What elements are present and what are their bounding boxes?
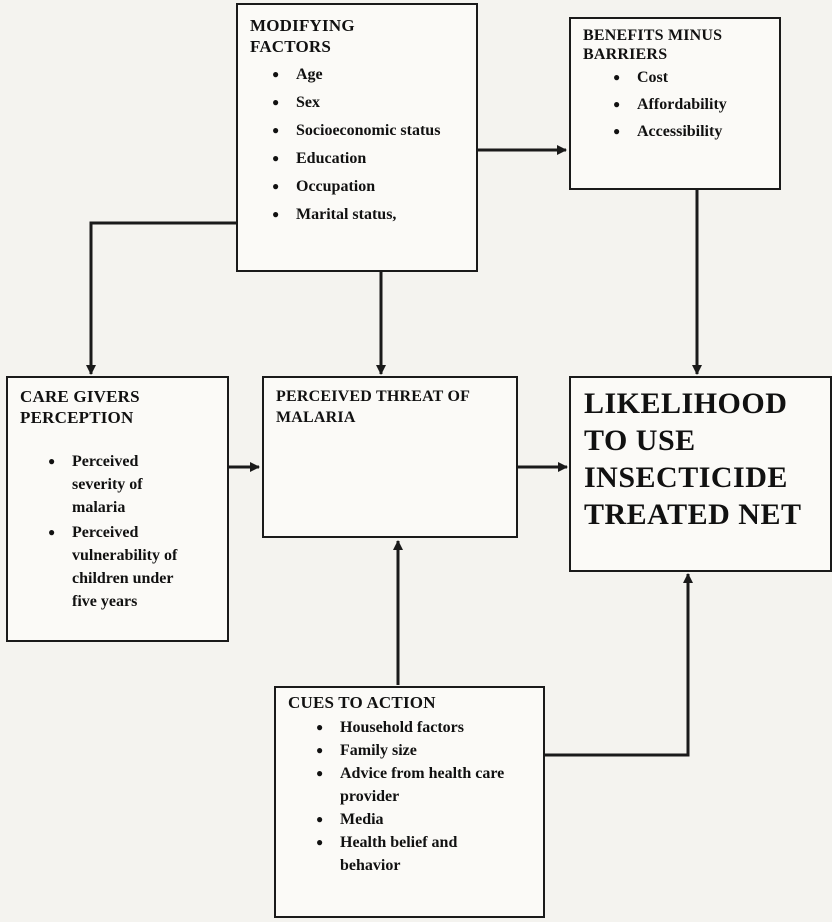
list-item: Education (266, 147, 470, 170)
arrow-cues-to-likelihood (545, 573, 693, 757)
modifying-factors-title: MODIFYING FACTORS (250, 16, 355, 56)
modifying-factors-list: Age Sex Socioeconomic status Education O… (250, 63, 470, 226)
care-givers-list: Perceived severity of malaria Perceived … (20, 450, 221, 613)
arrow-modifying-to-caregivers (86, 221, 236, 375)
list-item: Occupation (266, 175, 470, 198)
list-item: Perceived vulnerability of children unde… (42, 521, 202, 613)
list-item: Sex (266, 91, 470, 114)
care-givers-perception-title: CARE GIVERS PERCEPTION (20, 387, 140, 427)
list-item: Perceived severity of malaria (42, 450, 182, 519)
likelihood-box: LIKELIHOOD TO USE INSECTICIDE TREATED NE… (569, 376, 832, 572)
perceived-threat-box: PERCEIVED THREAT OF MALARIA (262, 376, 518, 538)
benefits-list: Cost Affordability Accessibility (583, 66, 773, 143)
cues-list: Household factors Family size Advice fro… (288, 716, 537, 877)
list-item: Marital status, (266, 203, 470, 226)
list-item: Media (310, 808, 537, 831)
list-item: Advice from health care provider (310, 762, 510, 808)
perceived-threat-title: PERCEIVED THREAT OF MALARIA (276, 388, 470, 426)
list-item: Family size (310, 739, 537, 762)
list-item: Cost (607, 66, 773, 89)
list-item: Household factors (310, 716, 537, 739)
list-item: Age (266, 63, 470, 86)
cues-to-action-box: CUES TO ACTION Household factors Family … (274, 686, 545, 918)
list-item: Socioeconomic status (266, 119, 470, 142)
list-item: Affordability (607, 93, 773, 116)
list-item: Health belief and behavior (310, 831, 490, 877)
care-givers-perception-box: CARE GIVERS PERCEPTION Perceived severit… (6, 376, 229, 642)
likelihood-title: LIKELIHOOD TO USE INSECTICIDE TREATED NE… (584, 387, 802, 531)
benefits-minus-barriers-box: BENEFITS MINUS BARRIERS Cost Affordabili… (569, 17, 781, 190)
modifying-factors-box: MODIFYING FACTORS Age Sex Socioeconomic … (236, 3, 478, 272)
cues-to-action-title: CUES TO ACTION (288, 693, 436, 712)
benefits-minus-barriers-title: BENEFITS MINUS BARRIERS (583, 27, 723, 63)
list-item: Accessibility (607, 120, 773, 143)
